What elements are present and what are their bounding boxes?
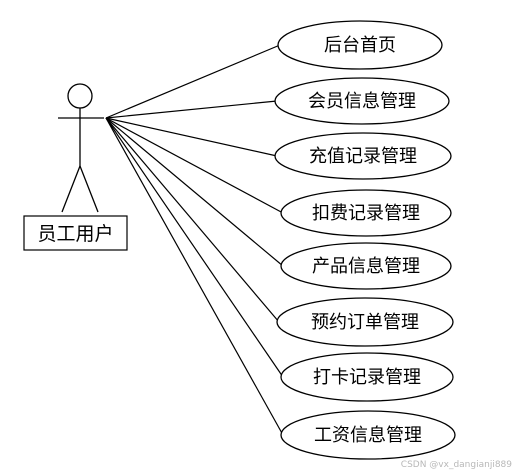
use-case-ellipse — [277, 20, 443, 70]
use-case-label: 充值记录管理 — [309, 146, 417, 167]
use-case-label: 工资信息管理 — [314, 425, 422, 446]
use-case-list: 后台首页会员信息管理充值记录管理扣费记录管理产品信息管理预约订单管理打卡记录管理… — [274, 20, 456, 460]
actor-box — [23, 215, 128, 251]
use-case-ellipse — [274, 132, 452, 180]
use-case: 工资信息管理 — [280, 410, 456, 460]
association-lines — [105, 44, 284, 436]
use-case: 打卡记录管理 — [280, 352, 454, 402]
use-case-ellipse — [280, 189, 452, 237]
use-case-ellipse — [274, 77, 450, 125]
use-case-label: 预约订单管理 — [311, 312, 419, 333]
use-case-label: 产品信息管理 — [312, 256, 420, 277]
use-case-ellipse — [280, 410, 456, 460]
actor-figure — [58, 83, 104, 213]
association-line — [105, 117, 284, 378]
association-line — [105, 100, 278, 119]
use-case-label: 扣费记录管理 — [312, 203, 420, 224]
use-case: 产品信息管理 — [280, 242, 452, 290]
use-case-ellipse — [280, 242, 452, 290]
use-case: 后台首页 — [277, 20, 443, 70]
use-case-label: 会员信息管理 — [308, 91, 416, 112]
association-line — [105, 44, 281, 119]
use-case: 扣费记录管理 — [280, 189, 452, 237]
association-line — [105, 117, 284, 267]
use-case: 预约订单管理 — [276, 297, 454, 347]
association-line — [105, 117, 280, 323]
association-line — [105, 117, 278, 157]
use-case: 充值记录管理 — [274, 132, 452, 180]
use-case-ellipse — [276, 297, 454, 347]
actor-name: 员工用户 — [37, 223, 113, 245]
actor-right-leg — [79, 165, 99, 213]
watermark: CSDN @vx_dangianji889 — [401, 460, 512, 470]
use-case-label: 后台首页 — [324, 35, 396, 56]
association-line — [105, 117, 284, 436]
actor-left-leg — [61, 165, 81, 213]
use-case-ellipse — [280, 352, 454, 402]
association-line — [105, 117, 284, 214]
actor-head — [67, 83, 93, 109]
use-case-label: 打卡记录管理 — [313, 367, 421, 388]
actor-label-box: 员工用户 — [23, 215, 128, 251]
use-case: 会员信息管理 — [274, 77, 450, 125]
